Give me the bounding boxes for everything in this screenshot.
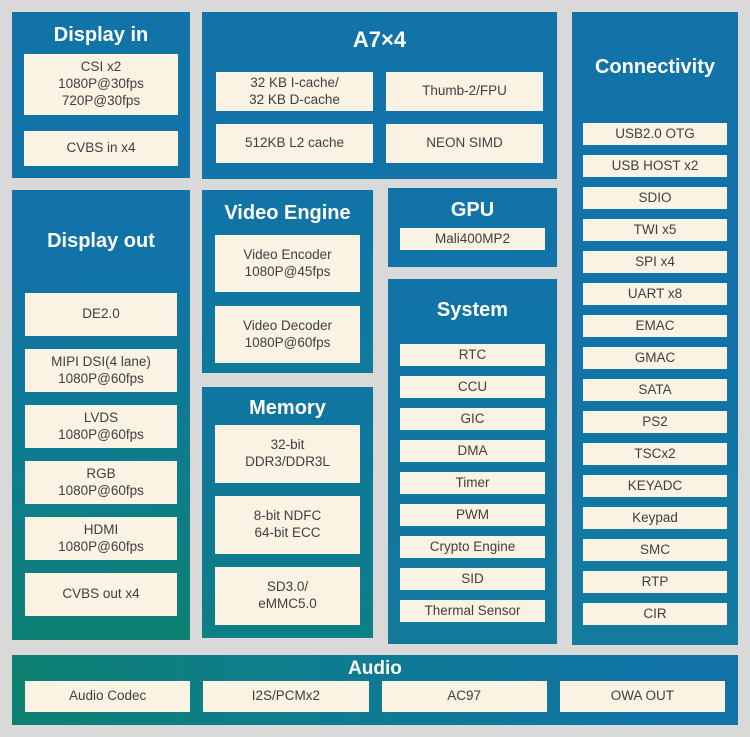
node-cvbs-in-x4: CVBS in x4 [24,131,178,166]
node-sd-emmc: SD3.0/ eMMC5.0 [215,567,360,625]
block-title-cpu: A7×4 [352,27,407,52]
node-ps2: PS2 [583,411,727,433]
node-gmac: GMAC [583,347,727,369]
cpu-items: 32 KB I-cache/ 32 KB D-cache Thumb-2/FPU… [216,72,543,163]
block-cpu-a7x4: A7×4 32 KB I-cache/ 32 KB D-cache Thumb-… [202,12,557,179]
node-usb2-otg: USB2.0 OTG [583,123,727,145]
node-dma: DMA [400,440,545,462]
gpu-items: Mali400MP2 [400,228,545,250]
video-engine-items: Video Encoder 1080P@45fps Video Decoder … [215,235,360,363]
node-keyadc: KEYADC [583,475,727,497]
node-thumb2-fpu: Thumb-2/FPU [386,72,543,111]
block-title-video-engine: Video Engine [224,201,351,224]
node-uart: UART x8 [583,283,727,305]
node-rtc: RTC [400,344,545,366]
node-keypad: Keypad [583,507,727,529]
node-ndfc-ecc: 8-bit NDFC 64-bit ECC [215,496,360,554]
block-title-connectivity: Connectivity [594,55,716,78]
node-thermal-sensor: Thermal Sensor [400,600,545,622]
block-memory: Memory 32-bit DDR3/DDR3L 8-bit NDFC 64-b… [202,387,373,638]
block-title-audio: Audio [348,658,402,679]
display-out-items: DE2.0 MIPI DSI(4 lane) 1080P@60fps LVDS … [25,293,177,616]
node-sid: SID [400,568,545,590]
node-de2: DE2.0 [25,293,177,336]
node-icache-dcache: 32 KB I-cache/ 32 KB D-cache [216,72,373,111]
node-emac: EMAC [583,315,727,337]
node-crypto-engine: Crypto Engine [400,536,545,558]
block-video-engine: Video Engine Video Encoder 1080P@45fps V… [202,190,373,373]
node-pwm: PWM [400,504,545,526]
node-timer: Timer [400,472,545,494]
block-title-display-in: Display in [53,23,149,46]
block-display-out: Display out DE2.0 MIPI DSI(4 lane) 1080P… [12,190,190,640]
block-connectivity: Connectivity USB2.0 OTG USB HOST x2 SDIO… [572,12,738,645]
node-hdmi: HDMI 1080P@60fps [25,517,177,560]
node-video-decoder: Video Decoder 1080P@60fps [215,306,360,363]
node-smc: SMC [583,539,727,561]
node-i2s-pcm: I2S/PCMx2 [203,681,369,712]
node-usb-host: USB HOST x2 [583,155,727,177]
node-sata: SATA [583,379,727,401]
block-gpu: GPU Mali400MP2 [388,188,557,267]
block-audio: Audio Audio Codec I2S/PCMx2 AC97 OWA OUT [12,655,738,725]
node-rgb: RGB 1080P@60fps [25,461,177,504]
node-l2-cache: 512KB L2 cache [216,124,373,163]
connectivity-items: USB2.0 OTG USB HOST x2 SDIO TWI x5 SPI x… [583,123,727,625]
node-neon-simd: NEON SIMD [386,124,543,163]
block-title-memory: Memory [249,396,326,419]
node-ac97: AC97 [381,681,547,712]
node-video-encoder: Video Encoder 1080P@45fps [215,235,360,292]
node-mipi-dsi: MIPI DSI(4 lane) 1080P@60fps [25,349,177,392]
block-display-in: Display in CSI x2 1080P@30fps 720P@30fps… [12,12,190,178]
node-tsc: TSCx2 [583,443,727,465]
audio-items: Audio Codec I2S/PCMx2 AC97 OWA OUT [25,681,725,712]
block-title-display-out: Display out [47,229,155,252]
node-cvbs-out: CVBS out x4 [25,573,177,616]
node-cir: CIR [583,603,727,625]
block-title-gpu: GPU [450,198,495,221]
node-csi-x2: CSI x2 1080P@30fps 720P@30fps [24,54,178,115]
memory-items: 32-bit DDR3/DDR3L 8-bit NDFC 64-bit ECC … [215,425,360,625]
system-items: RTC CCU GIC DMA Timer PWM Crypto Engine … [400,344,545,622]
node-twi: TWI x5 [583,219,727,241]
block-system: System RTC CCU GIC DMA Timer PWM Crypto … [388,279,557,644]
node-rtp: RTP [583,571,727,593]
node-sdio: SDIO [583,187,727,209]
node-audio-codec: Audio Codec [25,681,191,712]
node-owa-out: OWA OUT [559,681,725,712]
node-lvds: LVDS 1080P@60fps [25,405,177,448]
node-mali400mp2: Mali400MP2 [400,228,545,250]
block-title-system: System [436,298,509,321]
node-ddr3: 32-bit DDR3/DDR3L [215,425,360,483]
node-gic: GIC [400,408,545,430]
node-ccu: CCU [400,376,545,398]
display-in-items: CSI x2 1080P@30fps 720P@30fps CVBS in x4 [24,54,178,166]
node-spi: SPI x4 [583,251,727,273]
